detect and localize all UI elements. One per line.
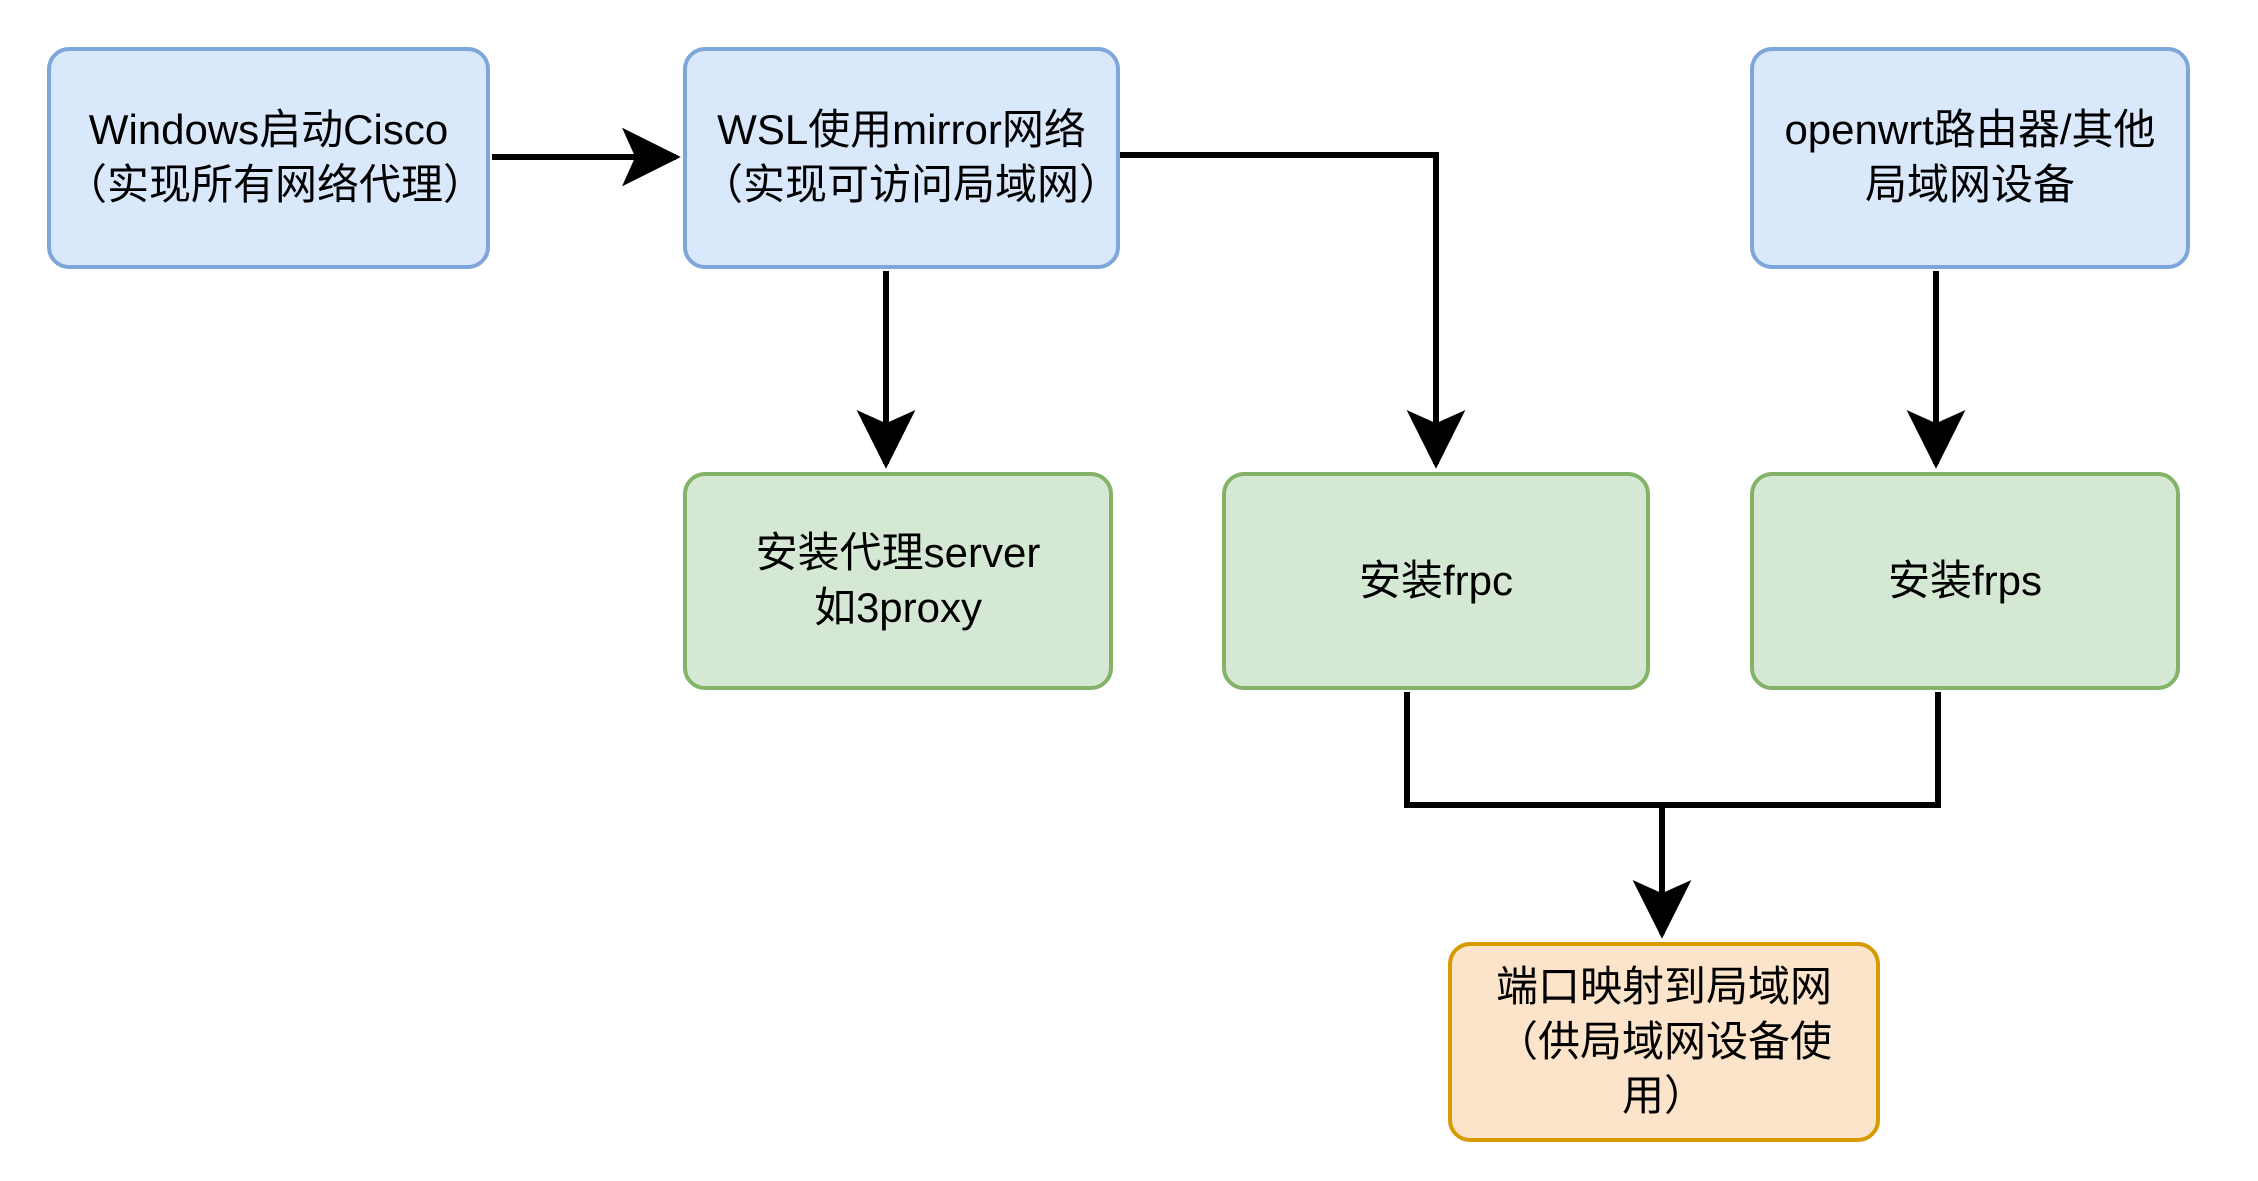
node-install-frps[interactable]: 安装frps: [1750, 472, 2180, 690]
node-install-frps-label: 安装frps: [1887, 556, 2042, 604]
node-windows-cisco-label: Windows启动Cisco （实现所有网络代理）: [65, 106, 486, 208]
node-wsl-mirror-label: WSL使用mirror网络 （实现可访问局域网）: [701, 106, 1122, 208]
node-port-mapping-lan-label: 端口映射到局域网 （供局域网设备使用）: [1495, 963, 1832, 1120]
node-wsl-mirror[interactable]: WSL使用mirror网络 （实现可访问局域网）: [683, 47, 1122, 269]
node-install-proxy-server[interactable]: 安装代理server 如3proxy: [683, 472, 1113, 690]
node-windows-cisco[interactable]: Windows启动Cisco （实现所有网络代理）: [47, 47, 490, 269]
node-port-mapping-lan[interactable]: 端口映射到局域网 （供局域网设备使用）: [1448, 942, 1880, 1142]
node-install-frpc-label: 安装frpc: [1358, 556, 1513, 604]
node-install-frpc[interactable]: 安装frpc: [1222, 472, 1650, 690]
edge-wsl-to-frpc: [1120, 152, 1466, 469]
node-install-proxy-server-label: 安装代理server 如3proxy: [755, 529, 1041, 631]
node-openwrt-lan-devices[interactable]: openwrt路由器/其他 局域网设备: [1750, 47, 2190, 269]
node-openwrt-lan-devices-label: openwrt路由器/其他 局域网设备: [1784, 106, 2156, 208]
edge-frps-to-portmap: [1662, 692, 1941, 808]
edge-frpc-to-portmap: [1404, 692, 1662, 808]
